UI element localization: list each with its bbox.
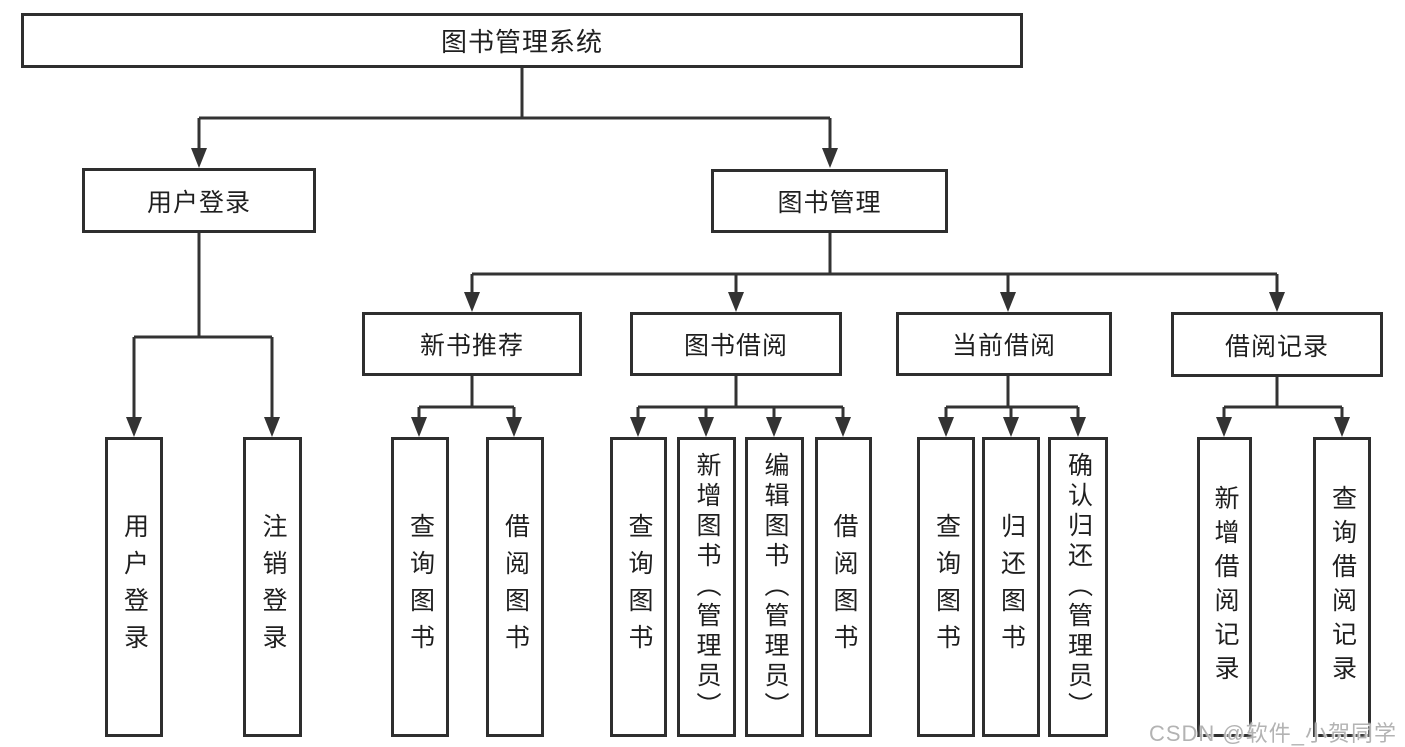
node-label: 确认归还（管理员） <box>1064 452 1093 722</box>
node-label: 借阅图书 <box>501 513 530 661</box>
node-current-borrowing: 当前借阅 <box>896 312 1112 376</box>
node-user-login: 用户登录 <box>82 168 316 233</box>
csdn-watermark: CSDN @软件_小贺同学 <box>1148 721 1397 746</box>
node-book-management: 图书管理 <box>711 169 948 233</box>
node-user-login-leaf: 用户登录 <box>105 437 163 737</box>
node-label: 查询图书 <box>406 513 435 661</box>
node-add-books-admin: 新增图书（管理员） <box>677 437 736 737</box>
node-label: 查询借阅记录 <box>1328 485 1357 689</box>
node-label: 查询图书 <box>625 513 653 661</box>
node-label: 用户登录 <box>120 513 149 661</box>
node-label: 新增图书（管理员） <box>693 452 721 722</box>
node-return-books: 归还图书 <box>982 437 1040 737</box>
node-edit-books-admin: 编辑图书（管理员） <box>745 437 804 737</box>
node-query-borrow-record: 查询借阅记录 <box>1313 437 1371 737</box>
node-query-books-current: 查询图书 <box>917 437 975 737</box>
node-borrowing-records: 借阅记录 <box>1171 312 1383 377</box>
node-borrow-books-recommend: 借阅图书 <box>486 437 544 737</box>
node-new-book-recommend: 新书推荐 <box>362 312 582 376</box>
node-query-books-borrowing: 查询图书 <box>610 437 667 737</box>
node-label: 注销登录 <box>259 513 287 661</box>
node-label: 归还图书 <box>997 513 1026 661</box>
node-add-borrow-record: 新增借阅记录 <box>1197 437 1252 737</box>
node-borrow-books-leaf: 借阅图书 <box>815 437 872 737</box>
node-label: 编辑图书（管理员） <box>761 452 789 722</box>
node-logout-leaf: 注销登录 <box>243 437 302 737</box>
node-root-system: 图书管理系统 <box>21 13 1023 68</box>
node-query-books-recommend: 查询图书 <box>391 437 449 737</box>
node-label: 查询图书 <box>932 513 961 661</box>
node-confirm-return-admin: 确认归还（管理员） <box>1048 437 1108 737</box>
node-book-borrowing: 图书借阅 <box>630 312 842 376</box>
node-label: 借阅图书 <box>830 513 858 661</box>
node-label: 新增借阅记录 <box>1211 485 1239 689</box>
